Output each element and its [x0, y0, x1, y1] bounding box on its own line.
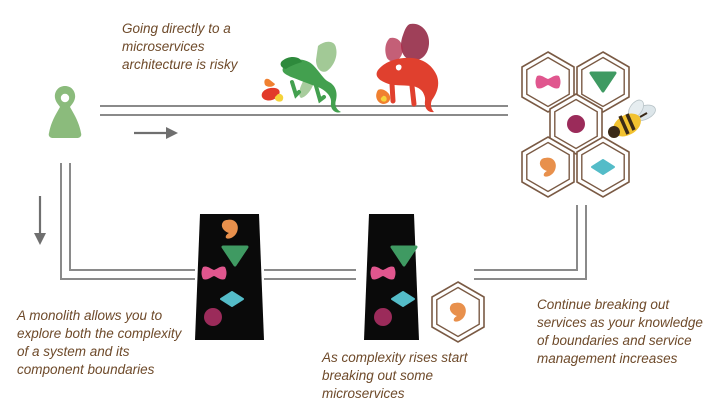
caption-line: component boundaries [17, 362, 155, 377]
microservices-cluster [521, 51, 630, 198]
middle-rail [264, 269, 356, 280]
caption-line: Going directly to a [122, 21, 231, 36]
caption-complexity-rises: As complexity rises start breaking out s… [322, 349, 468, 403]
caption-line: of a system and its [17, 344, 130, 359]
caption-line: management increases [537, 351, 678, 366]
caption-line: explore both the complexity [17, 326, 182, 341]
arrow-right-icon [134, 127, 178, 139]
caption-direct-risky: Going directly to a microservices archit… [122, 20, 238, 74]
top-rail [100, 105, 508, 116]
arrow-down-icon [34, 196, 46, 245]
caption-line: microservices [322, 386, 405, 401]
maroon-circle-shape [204, 308, 222, 326]
monolith-block-reduced [364, 214, 419, 340]
monolith-block [195, 214, 264, 340]
caption-line: Continue breaking out [537, 297, 670, 312]
caption-line: A monolith allows you to [17, 308, 163, 323]
maroon-circle-shape [567, 115, 585, 133]
caption-line: architecture is risky [122, 57, 238, 72]
pawn-figure-icon [48, 86, 82, 138]
extracted-service-hexagon [431, 281, 485, 343]
maroon-circle-shape [374, 308, 392, 326]
caption-line: services as your knowledge [537, 315, 703, 330]
green-dragon-icon [261, 41, 341, 113]
caption-line: microservices [122, 39, 205, 54]
monolith-rail [60, 163, 195, 280]
bee-icon [608, 99, 656, 138]
caption-line: As complexity rises start [322, 350, 468, 365]
caption-line: of boundaries and service [537, 333, 692, 348]
caption-continue-breaking-out: Continue breaking out services as your k… [537, 296, 703, 368]
services-rail [474, 205, 587, 280]
caption-monolith: A monolith allows you to explore both th… [17, 307, 181, 379]
red-dragon-icon [376, 23, 439, 113]
caption-line: breaking out some [322, 368, 434, 383]
